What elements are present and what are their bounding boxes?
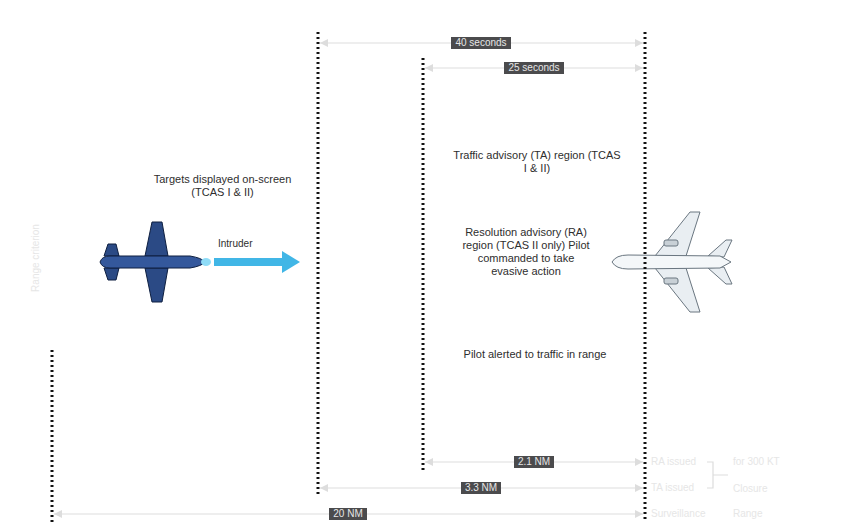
time-dimension: 25 seconds bbox=[504, 62, 563, 74]
axis-label: Range criterion bbox=[30, 224, 42, 292]
region-text: Targets displayed on-screen (TCAS I & II… bbox=[150, 173, 295, 199]
distance-dimension: 3.3 NM bbox=[461, 482, 501, 494]
range-label: Range bbox=[733, 508, 762, 520]
region-outline bbox=[53, 30, 829, 440]
region-text: Resolution advisory (RA) region (TCAS II… bbox=[460, 226, 592, 279]
distance-dimension: 2.1 NM bbox=[514, 456, 554, 468]
threshold-label: RA issued bbox=[651, 456, 696, 468]
spacer bbox=[775, 514, 778, 515]
region-ellipse bbox=[406, 183, 730, 318]
region-ellipse bbox=[54, 31, 829, 440]
dimension-line bbox=[54, 43, 643, 514]
time-dimension: 40 seconds bbox=[451, 37, 510, 49]
reference-line bbox=[52, 32, 645, 522]
distance-dimension: 20 NM bbox=[329, 508, 366, 520]
intruder-arrow bbox=[214, 251, 300, 273]
range-label: Surveillance bbox=[651, 508, 705, 520]
intruder-aircraft bbox=[100, 222, 211, 302]
display-region: Targets displayed on-screen (TCAS I & II… bbox=[53, 30, 829, 440]
condition-label: for 300 KT bbox=[733, 456, 780, 468]
ra-region: Resolution advisory (RA) region (TCAS II… bbox=[405, 182, 730, 318]
region-note: Pilot alerted to traffic in range bbox=[430, 348, 640, 361]
own-aircraft bbox=[612, 212, 732, 312]
threshold-label: TA issued bbox=[651, 482, 694, 494]
aircraft-label: Intruder bbox=[218, 238, 252, 250]
ta-region: Traffic advisory (TA) region (TCAS I & I… bbox=[320, 128, 806, 382]
bracket bbox=[707, 462, 728, 488]
condition-label: Closure bbox=[733, 483, 767, 495]
region-ellipse bbox=[321, 129, 806, 382]
region-text: Traffic advisory (TA) region (TCAS I & I… bbox=[452, 149, 622, 175]
